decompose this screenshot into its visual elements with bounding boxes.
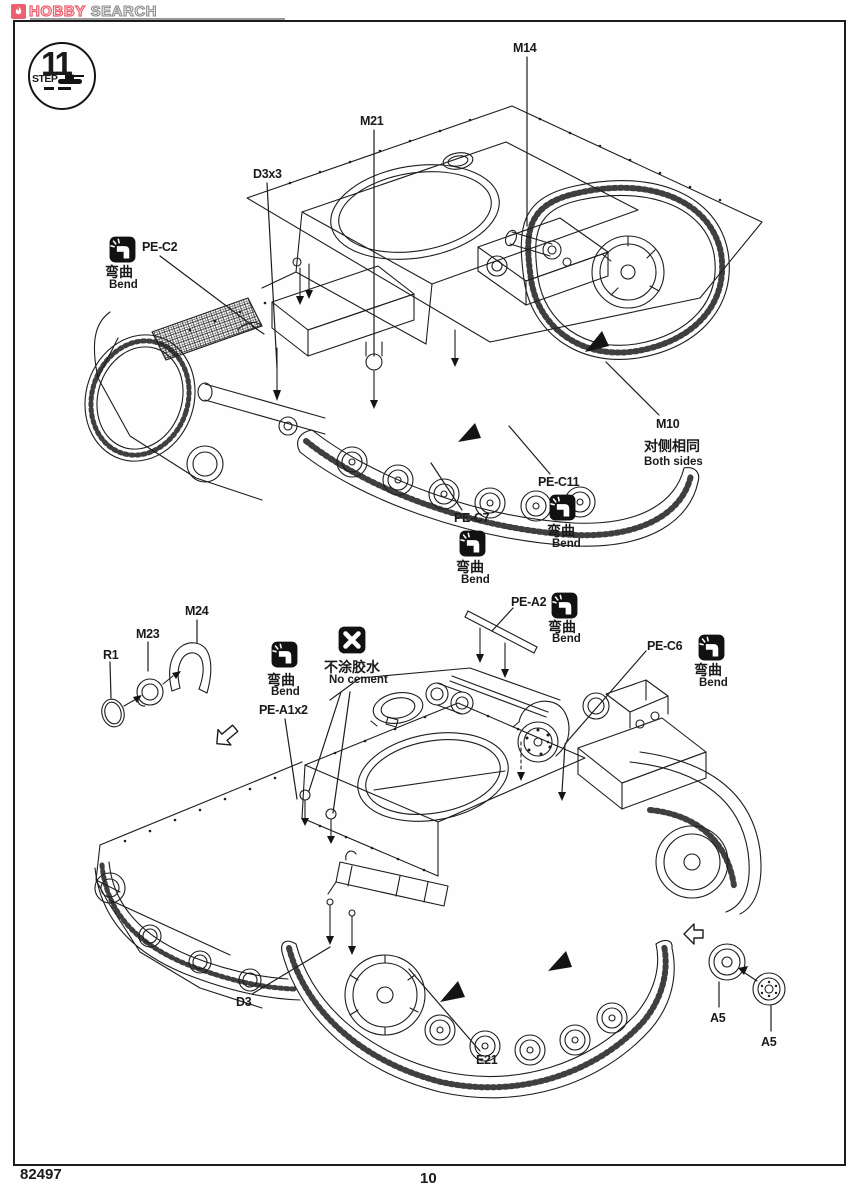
logo-text-hobby: HOBBY [28, 2, 86, 20]
brand-flame-icon [11, 3, 26, 19]
bend-icon [698, 634, 725, 661]
bend-label-cn: 弯曲 [547, 523, 575, 539]
bend-label-en: Bend [109, 279, 138, 291]
callout-pe-c11: PE-C11 [538, 475, 580, 489]
callout-pe-c6: PE-C6 [647, 639, 683, 653]
callout-d3: D3 [236, 995, 252, 1009]
callout-e21: E21 [476, 1053, 498, 1067]
bend-label-cn: 弯曲 [267, 672, 295, 688]
bend-label-cn: 弯曲 [105, 264, 133, 280]
callout-m14: M14 [513, 41, 537, 55]
logo-text-search: SEARCH [90, 2, 158, 20]
bend-label-cn: 弯曲 [548, 619, 576, 635]
callout-m23: M23 [136, 627, 160, 641]
bend-icon [271, 641, 298, 668]
no-cement-en: No cement [329, 674, 388, 686]
step-badge: 11 STEP [28, 42, 96, 110]
badge-dash [58, 87, 71, 90]
tank-diagram-bottom [94, 610, 786, 1099]
callout-a5-right: A5 [761, 1035, 777, 1049]
callout-d3x3: D3x3 [253, 167, 282, 181]
bend-icon [109, 236, 136, 263]
callout-pe-c2: PE-C2 [142, 240, 178, 254]
logo-underline [30, 18, 285, 20]
bend-icon [551, 592, 578, 619]
bend-label-cn: 弯曲 [694, 662, 722, 678]
callout-r1: R1 [103, 648, 119, 662]
direction-arrow-icon [216, 724, 704, 945]
callout-m10: M10 [656, 417, 680, 431]
page-border [13, 20, 846, 1166]
bend-label-en: Bend [552, 538, 581, 550]
bend-icon [549, 494, 576, 521]
kit-number: 82497 [20, 1166, 62, 1183]
callout-leader-lines [109, 56, 772, 1052]
tank-icon [58, 74, 84, 84]
callout-pe-a2: PE-A2 [511, 595, 547, 609]
step-label: STEP [32, 73, 58, 85]
bend-label-en: Bend [699, 677, 728, 689]
page-number: 10 [420, 1170, 437, 1187]
callout-a5-left: A5 [710, 1011, 726, 1025]
bend-label-en: Bend [552, 633, 581, 645]
bend-label-en: Bend [461, 574, 490, 586]
callout-pe-a1x2: PE-A1x2 [259, 703, 308, 717]
no-cement-icon [338, 626, 366, 654]
both-sides-en: Both sides [644, 456, 703, 468]
both-sides-cn: 对侧相同 [644, 438, 700, 454]
badge-dash [44, 87, 54, 90]
callout-pe-c7: PE-C7 [454, 511, 490, 525]
callout-m21: M21 [360, 114, 384, 128]
no-cement-cn: 不涂胶水 [324, 659, 380, 675]
bend-icon [459, 530, 486, 557]
callout-m24: M24 [185, 604, 209, 618]
bend-label-en: Bend [271, 686, 300, 698]
tank-diagram-top [84, 105, 763, 547]
bend-label-cn: 弯曲 [456, 559, 484, 575]
hobby-search-logo: HOBBY SEARCH [11, 2, 157, 20]
